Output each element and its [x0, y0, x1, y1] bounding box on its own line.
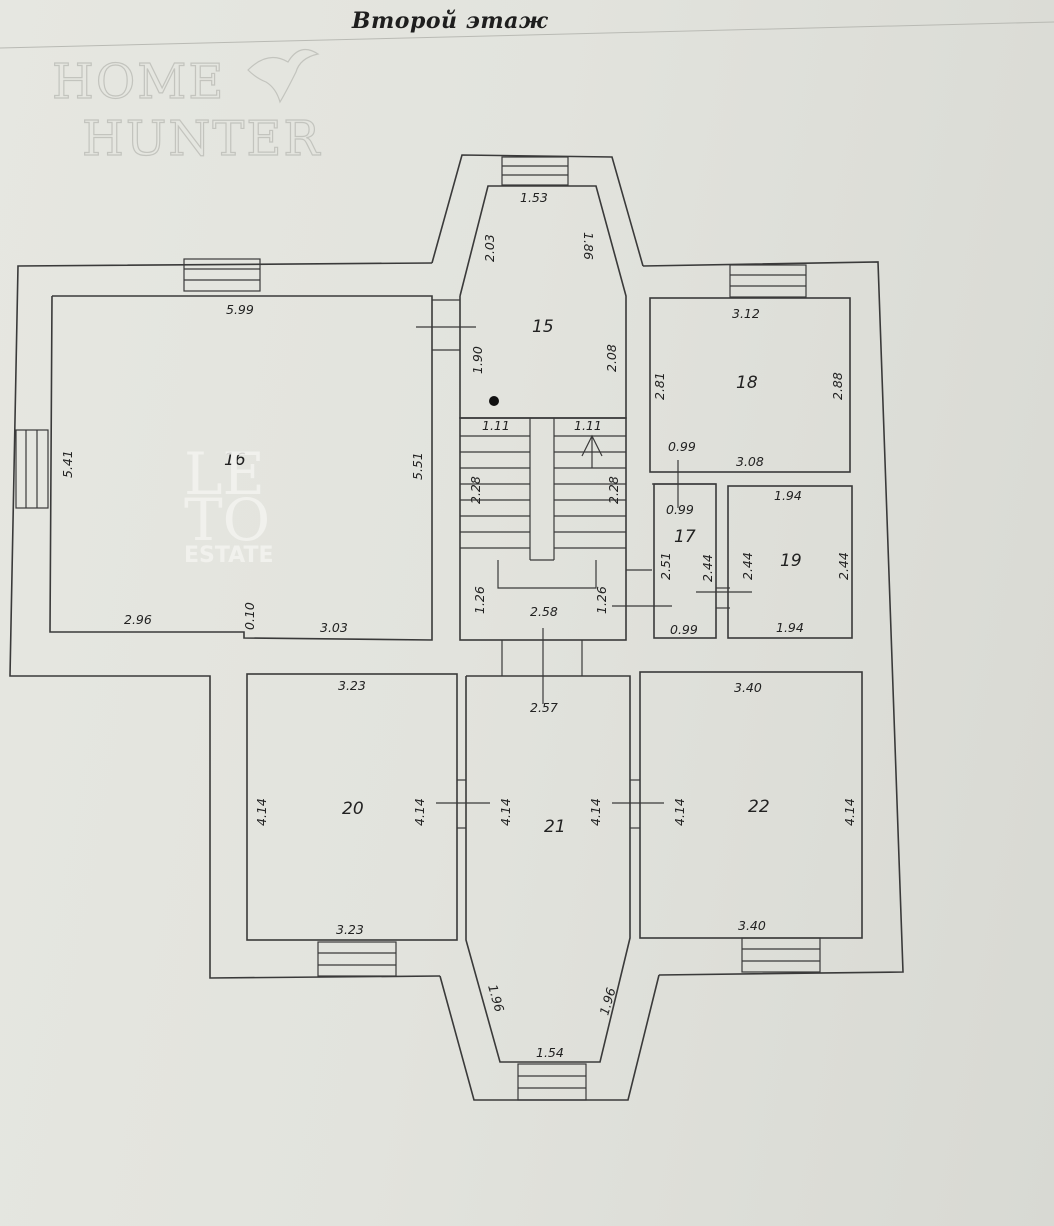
- room-19: [727, 485, 853, 639]
- dim-label: 4.14: [254, 798, 269, 826]
- dim-label: 2.96: [124, 612, 152, 627]
- dim-label: 0.99: [670, 622, 698, 637]
- room-20: [246, 673, 490, 941]
- dim-label: 5.41: [60, 450, 75, 478]
- dim-label: 2.44: [700, 554, 715, 582]
- stair-steps-left: [460, 435, 530, 549]
- dim-label: 4.14: [672, 798, 687, 826]
- dim-label: 1.26: [472, 586, 487, 614]
- dim-label: 3.12: [732, 306, 760, 321]
- dim-label: 1.26: [594, 586, 609, 614]
- stair-up-arrow-icon: [581, 434, 603, 468]
- room-label-22: 22: [748, 797, 770, 817]
- room-label-16: 16: [224, 450, 246, 470]
- dim-label: 3.23: [336, 922, 364, 937]
- dim-label: 4.14: [842, 798, 857, 826]
- marker-dot-icon: [489, 396, 499, 406]
- dim-label: 0.99: [666, 502, 694, 517]
- room-label-19: 19: [780, 551, 802, 571]
- room-17: [653, 483, 752, 639]
- room-label-20: 20: [342, 799, 364, 819]
- dim-label: 1.96: [485, 983, 507, 1014]
- dim-label: 1.11: [482, 418, 510, 433]
- dim-label: 2.88: [830, 372, 845, 400]
- dim-label: 2.51: [658, 552, 673, 580]
- logo-word: ESTATE: [184, 543, 274, 568]
- room-16: [49, 295, 476, 641]
- dim-label: 0.10: [242, 602, 257, 630]
- room-label-15: 15: [532, 317, 554, 337]
- stair-hall: [459, 396, 672, 641]
- dim-label: 1.90: [470, 346, 485, 374]
- watermark: HOME HUNTER: [51, 48, 322, 168]
- dim-label: 1.11: [574, 418, 602, 433]
- room-15: [459, 185, 627, 419]
- dim-label: 2.28: [606, 476, 621, 504]
- dim-label: 3.40: [738, 918, 766, 933]
- dim-label: 2.44: [740, 552, 755, 580]
- dim-label: 3.23: [338, 678, 366, 693]
- window-room22: [741, 937, 821, 973]
- leto-estate-logo: LE TO ESTATE: [184, 440, 274, 568]
- window-bottom-bay: [517, 1063, 587, 1101]
- dim-label: 4.14: [588, 798, 603, 826]
- dim-label: 1.94: [776, 620, 804, 635]
- dim-label: 4.14: [498, 798, 513, 826]
- dim-label: 0.99: [668, 439, 696, 454]
- dim-label: 1.94: [774, 488, 802, 503]
- window-room18: [729, 264, 807, 298]
- outer-walls: [9, 154, 904, 1101]
- window-room20: [317, 941, 397, 977]
- dimensions: 1.53 2.03 1.86 1.90 2.08 1.11 1.11 2.28 …: [60, 190, 857, 1060]
- corridor: [501, 628, 583, 704]
- watermark-line2: HUNTER: [82, 111, 322, 167]
- dim-label: 3.03: [320, 620, 348, 635]
- dim-label: 2.57: [530, 700, 558, 715]
- logo-letters-top: LE: [184, 440, 265, 508]
- dim-label: 2.81: [652, 372, 667, 400]
- dim-label: 5.51: [410, 452, 425, 480]
- dim-label: 2.44: [836, 552, 851, 580]
- window-top-tower: [501, 156, 569, 186]
- stair-steps-right: [554, 435, 626, 549]
- dim-label: 1.96: [596, 986, 618, 1017]
- room-label-17: 17: [674, 527, 696, 547]
- window-left-side: [15, 429, 49, 509]
- dim-label: 3.08: [736, 454, 764, 469]
- dim-label: 1.54: [536, 1045, 564, 1060]
- plan-title: Второй этаж: [351, 8, 549, 34]
- dim-label: 2.28: [468, 476, 483, 504]
- room-21: [465, 675, 664, 1063]
- room-22: [639, 671, 863, 939]
- dim-label: 2.03: [482, 234, 497, 262]
- dim-label: 1.86: [581, 232, 596, 260]
- dim-label: 2.58: [530, 604, 558, 619]
- bird-icon: [247, 48, 320, 104]
- window-room16: [183, 258, 261, 292]
- dim-label: 5.99: [226, 302, 254, 317]
- room-numbers: 15 16 17 18 19 20 21 22: [224, 317, 802, 837]
- logo-letters-bottom: TO: [184, 486, 270, 554]
- dim-label: 4.14: [412, 798, 427, 826]
- room-18: [649, 297, 851, 508]
- room-label-18: 18: [736, 373, 758, 393]
- dim-label: 1.53: [520, 190, 548, 205]
- dim-label: 2.08: [604, 344, 619, 372]
- room-label-21: 21: [544, 817, 566, 837]
- watermark-line1: HOME: [52, 54, 225, 110]
- dim-label: 3.40: [734, 680, 762, 695]
